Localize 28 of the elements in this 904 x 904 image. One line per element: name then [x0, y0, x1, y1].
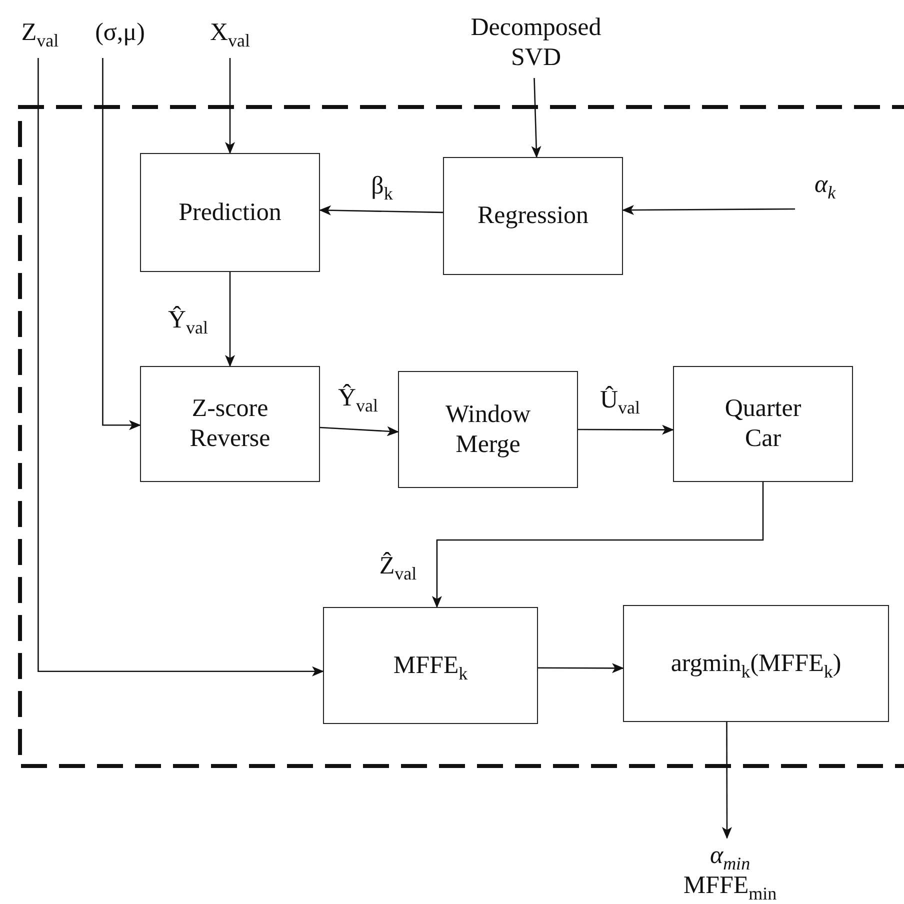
arrow	[320, 426, 399, 436]
arrow	[578, 424, 674, 435]
arrow	[432, 482, 764, 608]
process-box: Prediction	[140, 153, 320, 272]
output-label: α$_{min}$ MFFE$_{min}$	[680, 838, 780, 904]
edge-label: Û$_{val}$	[598, 386, 642, 414]
arrow	[102, 58, 141, 430]
process-box: Z-score Reverse	[140, 366, 320, 482]
arrow	[531, 78, 542, 158]
arrow	[38, 58, 324, 676]
process-box: Window Merge	[398, 371, 578, 488]
input-label: α$_{k}$	[795, 165, 855, 205]
arrow	[538, 663, 624, 674]
input-label: Z$_{val}$	[10, 8, 70, 58]
arrow	[622, 205, 795, 216]
edge-label: Ŷ$_{val}$	[336, 384, 380, 412]
input-label: X$_{val}$	[198, 8, 262, 58]
input-label: (σ,μ)	[84, 8, 156, 58]
arrow	[225, 58, 235, 154]
arrow	[319, 205, 444, 216]
process-box: MFFE$_{k}$	[323, 607, 538, 724]
input-label: Decomposed SVD	[448, 8, 624, 78]
process-box: argmin$_{k}$(MFFE$_{k}$)	[623, 605, 889, 722]
edge-label: Ŷ$_{val}$	[166, 306, 210, 334]
arrow	[225, 272, 235, 367]
process-box: Quarter Car	[673, 366, 853, 482]
process-box: Regression	[443, 157, 623, 275]
arrow	[722, 722, 732, 839]
